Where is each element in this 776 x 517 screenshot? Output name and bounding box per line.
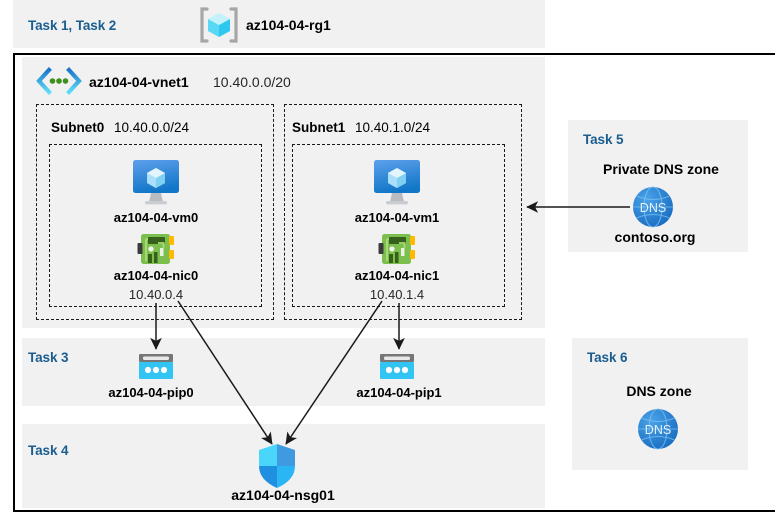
vm0-name: az104-04-vm0	[113, 210, 199, 225]
public-ip-panel	[22, 338, 545, 406]
private-dns-zone-panel	[568, 120, 748, 252]
task-label-nsg: Task 4	[28, 443, 69, 458]
svg-text:DNS: DNS	[640, 201, 666, 215]
subnet0-label: Subnet0	[51, 120, 105, 135]
network-security-group-icon	[257, 443, 297, 489]
resource-group-header-panel	[13, 0, 545, 48]
subnet1-box	[284, 104, 522, 320]
svg-text:DNS: DNS	[645, 423, 671, 437]
pip1-name: az104-04-pip1	[356, 385, 442, 400]
nic1-ip: 10.40.1.4	[369, 287, 425, 302]
subnet1-label: Subnet1	[292, 120, 346, 135]
network-interface-icon	[377, 231, 417, 267]
task-label-pip: Task 3	[28, 350, 69, 365]
dns-zone-icon: DNS	[630, 184, 676, 230]
virtual-machine-icon	[370, 157, 424, 207]
nic1-name: az104-04-nic1	[354, 268, 440, 283]
vnet-cidr: 10.40.0.0/20	[213, 74, 291, 90]
network-interface-icon	[136, 231, 176, 267]
virtual-machine-icon	[129, 157, 183, 207]
vnet-name: az104-04-vnet1	[89, 74, 189, 90]
private-dns-zone-name: contoso.org	[614, 229, 696, 245]
resource-group-name: az104-04-rg1	[246, 17, 331, 33]
vm1-name: az104-04-vm1	[354, 210, 440, 225]
dns-zone-icon: DNS	[635, 406, 681, 452]
diagram-outer-frame	[13, 53, 775, 512]
subnet1-cidr: 10.40.1.0/24	[355, 120, 431, 135]
task-label-dns: Task 6	[587, 350, 628, 365]
public-ip-address-icon	[377, 352, 417, 382]
public-ip-address-icon	[136, 352, 176, 382]
vnet-panel	[22, 57, 545, 328]
virtual-network-icon	[34, 66, 84, 96]
subnet0-box	[36, 104, 274, 320]
task-label-rg: Task 1, Task 2	[28, 18, 117, 33]
task-label-private-dns: Task 5	[583, 132, 624, 147]
nic0-name: az104-04-nic0	[113, 268, 199, 283]
resource-group-icon	[198, 7, 240, 43]
dns-zone-title: DNS zone	[626, 383, 692, 399]
private-dns-zone-title: Private DNS zone	[603, 161, 719, 177]
pip0-name: az104-04-pip0	[108, 385, 194, 400]
subnet0-cidr: 10.40.0.0/24	[114, 120, 190, 135]
nic0-ip: 10.40.0.4	[128, 287, 184, 302]
nsg-name: az104-04-nsg01	[231, 487, 335, 503]
